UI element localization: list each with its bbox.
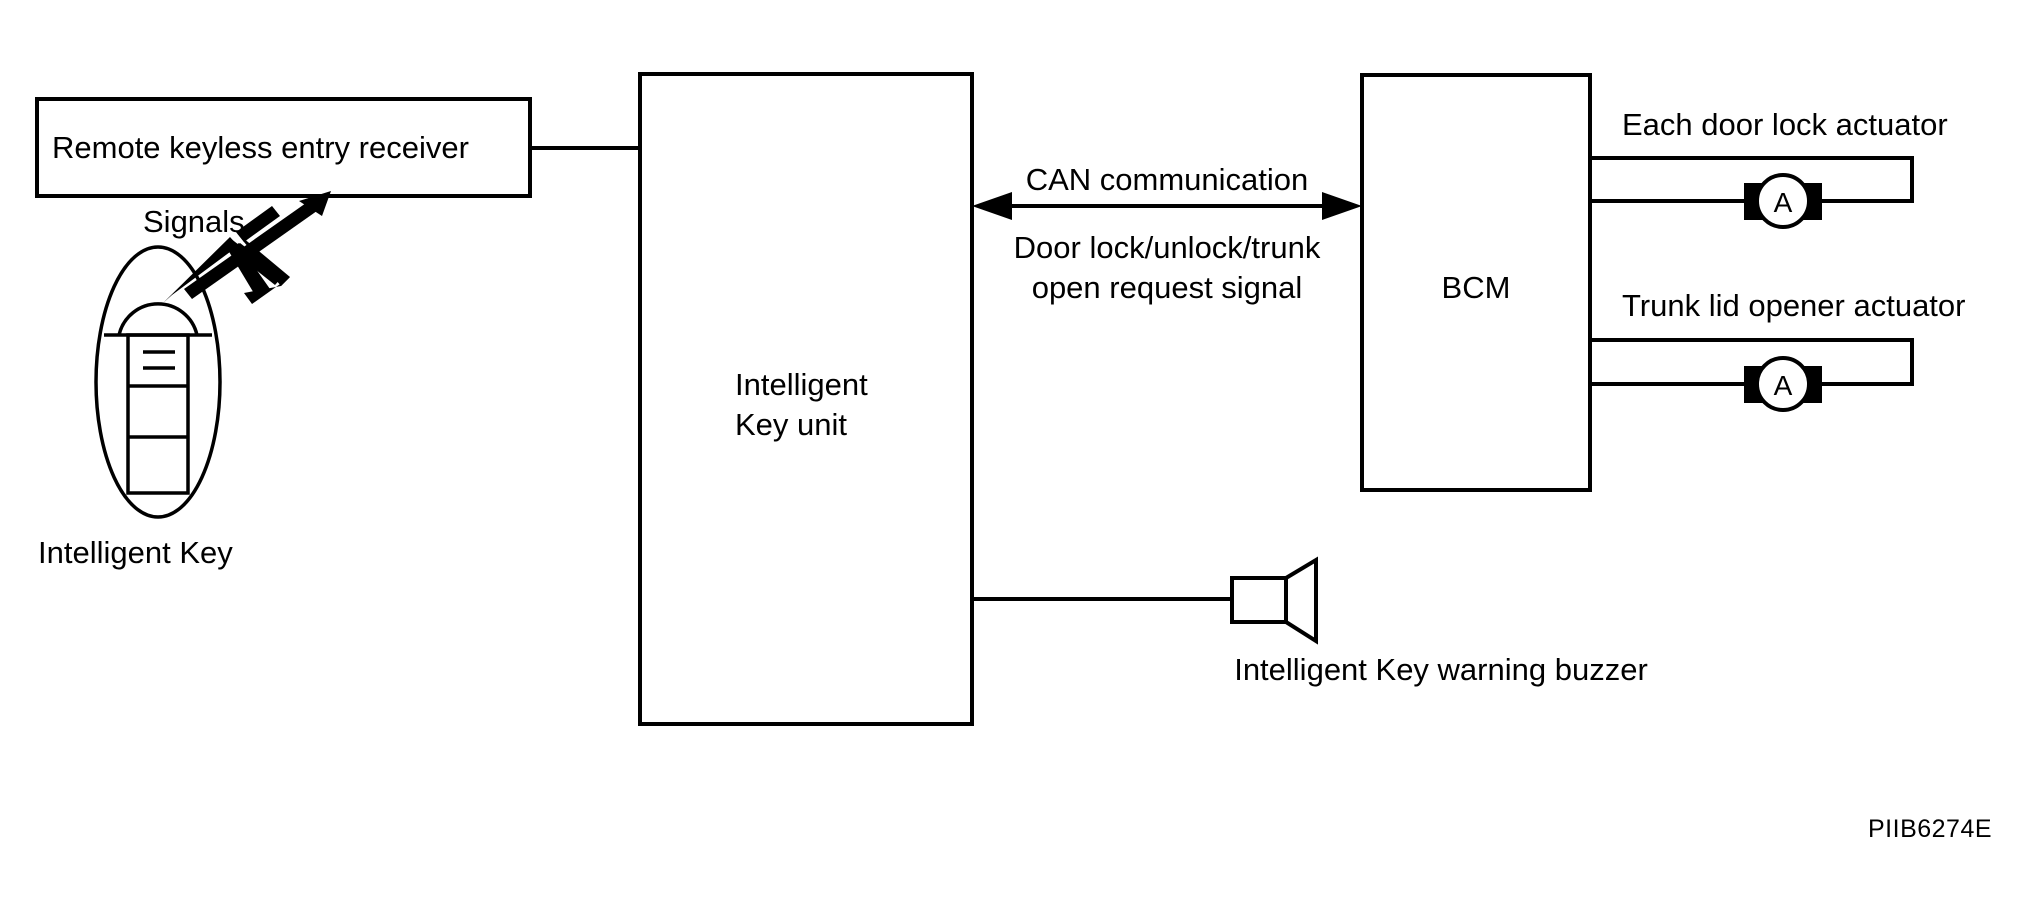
can-bidirectional-arrow-icon <box>972 192 1362 220</box>
remote-keyless-entry-receiver-box <box>35 97 532 198</box>
door-lock-actuator-circuit: A <box>1590 156 1914 229</box>
trunk-lid-opener-actuator-circuit: A <box>1590 338 1914 412</box>
intelligent-key-unit-box <box>638 72 974 726</box>
intelligent-key-warning-buzzer-label: Intelligent Key warning buzzer <box>1234 652 1648 687</box>
rf-signal-bolt-icon <box>163 191 331 304</box>
intelligent-key-unit-label-line1: Intelligent <box>735 367 868 402</box>
figure-code: PIIB6274E <box>1868 815 1992 843</box>
intelligent-key-caption: Intelligent Key <box>38 535 233 570</box>
trunk-lid-opener-actuator-symbol: A <box>1774 370 1793 401</box>
bcm-box <box>1360 73 1592 492</box>
request-signal-label-line1: Door lock/unlock/trunk <box>1014 230 1321 265</box>
intelligent-key-fob-icon <box>94 245 222 519</box>
each-door-lock-actuator-label: Each door lock actuator <box>1622 107 1948 142</box>
door-lock-actuator-symbol: A <box>1774 187 1793 218</box>
warning-buzzer-icon <box>1230 556 1318 645</box>
can-communication-label: CAN communication <box>1026 162 1309 197</box>
signals-label: Signals <box>143 204 245 239</box>
trunk-lid-opener-actuator-label: Trunk lid opener actuator <box>1622 288 1965 323</box>
intelligent-key-unit-label-line2: Key unit <box>735 407 847 442</box>
remote-keyless-entry-receiver-label: Remote keyless entry receiver <box>52 130 469 165</box>
bcm-label: BCM <box>1442 270 1511 305</box>
request-signal-label-line2: open request signal <box>1032 270 1303 305</box>
